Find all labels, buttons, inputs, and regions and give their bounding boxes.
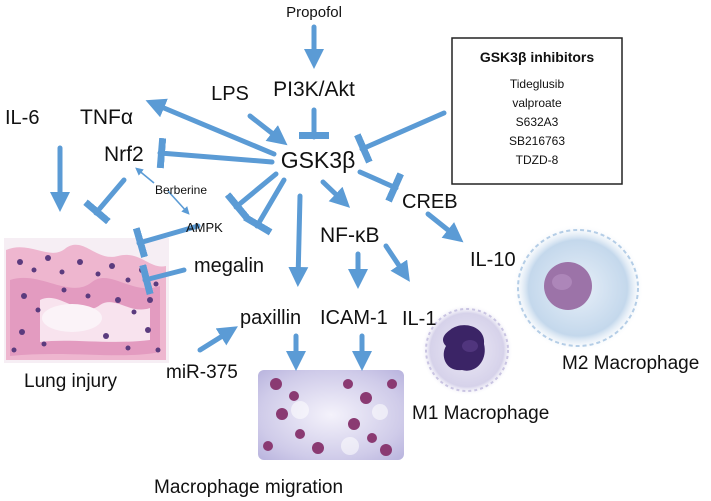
node-tnfa: TNFα [80,106,133,129]
node-icam1: ICAM-1 [320,307,388,329]
node-il6: IL-6 [5,107,39,129]
node-gsk3b: GSK3β [281,147,356,173]
edge-megalin-lung [139,264,187,296]
node-macrophage-migration: Macrophage migration [154,477,343,498]
node-megalin: megalin [194,255,264,277]
m1-macrophage-cell-icon [421,304,513,396]
edge-gsk3b-megalin [243,177,287,236]
edge-nfkb-il1 [383,243,410,282]
inhibitor-item: TDZD-8 [516,153,559,167]
inhibitor-item: S632A3 [516,115,559,129]
node-m2-macrophage: M2 Macrophage [562,353,699,374]
node-nrf2: Nrf2 [104,143,144,166]
node-lung-injury: Lung injury [24,371,117,392]
edge-gsk3b-creb [357,169,404,203]
node-ampk: AMPK [186,220,223,235]
edge-gsk3b-tnfa [145,98,277,157]
edge-mir375-paxillin [197,326,238,353]
node-berberine: Berberine [155,183,207,197]
node-lps: LPS [211,83,249,105]
node-creb: CREB [402,191,458,213]
inhibitor-item: valproate [512,96,562,110]
m2-macrophage-cell-icon [512,224,644,352]
inhibitors-title: GSK3β inhibitors [480,49,595,65]
edge-berberine-nrf2 [135,167,155,184]
node-propofol: Propofol [286,4,342,21]
edge-gsk3b-paxillin [288,193,309,287]
inhibitor-item: Tideglusib [510,77,565,91]
edge-berberine-ampk [167,190,190,215]
gsk3b-inhibitors-box: GSK3β inhibitors Tideglusib valproate S6… [451,37,623,185]
edge-inhibitors-gsk3b [354,110,447,164]
macrophage-migration-micrograph-icon [258,370,404,460]
edge-gsk3b-ampk [224,171,279,220]
edge-lps-gsk3b [247,113,288,146]
node-il1: IL-1 [402,308,436,330]
edge-gsk3b-nrf2 [156,137,275,169]
lung-tissue-micrograph-icon [4,238,169,363]
node-mir375: miR-375 [166,362,238,383]
node-pi3k-akt: PI3K/Akt [273,78,355,101]
edge-creb-il10 [425,211,464,243]
node-il10: IL-10 [470,249,516,271]
edge-ampk-lung [132,223,201,258]
node-m1-macrophage: M1 Macrophage [412,403,549,424]
edge-nrf2-lung [83,177,127,225]
edge-gsk3b-nfkb [320,179,351,208]
node-nfkb: NF-κB [320,224,380,247]
node-paxillin: paxillin [240,307,301,329]
inhibitor-item: SB216763 [509,134,565,148]
